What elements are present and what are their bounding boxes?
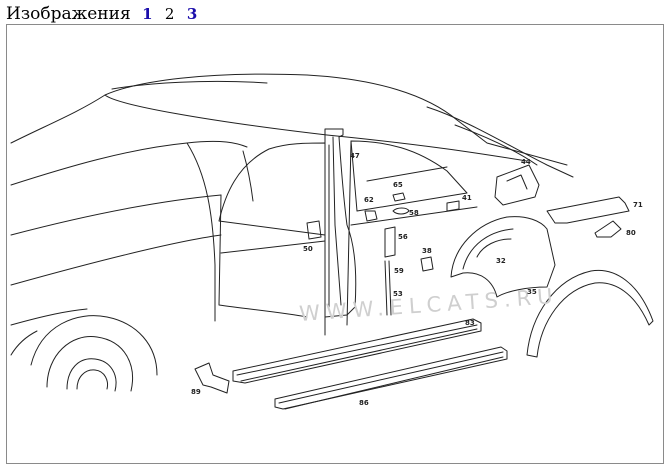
part-label-80[interactable]: 80: [626, 229, 636, 237]
part-label-71[interactable]: 71: [633, 201, 643, 209]
part-label-38[interactable]: 38: [422, 247, 432, 255]
parts-diagram-frame: WWW.ELCATS.RU 47 44 65 62 58 41 71 50 56…: [6, 24, 664, 464]
image-pager: Изображения 1 2 3: [6, 4, 204, 26]
page-current-2: 2: [164, 5, 175, 23]
page-link-1[interactable]: 1: [142, 5, 153, 23]
part-label-53[interactable]: 53: [393, 290, 403, 298]
part-label-35[interactable]: 35: [527, 288, 537, 296]
part-label-56[interactable]: 56: [398, 233, 408, 241]
part-label-50[interactable]: 50: [303, 245, 313, 253]
page-link-3[interactable]: 3: [186, 5, 198, 23]
part-label-47[interactable]: 47: [350, 152, 360, 160]
part-label-89[interactable]: 89: [191, 388, 201, 396]
part-label-41[interactable]: 41: [462, 194, 472, 202]
part-label-59[interactable]: 59: [394, 267, 404, 275]
part-label-32[interactable]: 32: [496, 257, 506, 265]
part-label-65[interactable]: 65: [393, 181, 403, 189]
car-body-exploded-diagram: [10, 73, 654, 410]
images-title: Изображения: [6, 4, 131, 24]
part-label-83[interactable]: 83: [465, 319, 475, 327]
part-label-86[interactable]: 86: [359, 399, 369, 407]
part-label-44[interactable]: 44: [521, 158, 531, 166]
part-label-58[interactable]: 58: [409, 209, 419, 217]
part-label-62[interactable]: 62: [364, 196, 374, 204]
